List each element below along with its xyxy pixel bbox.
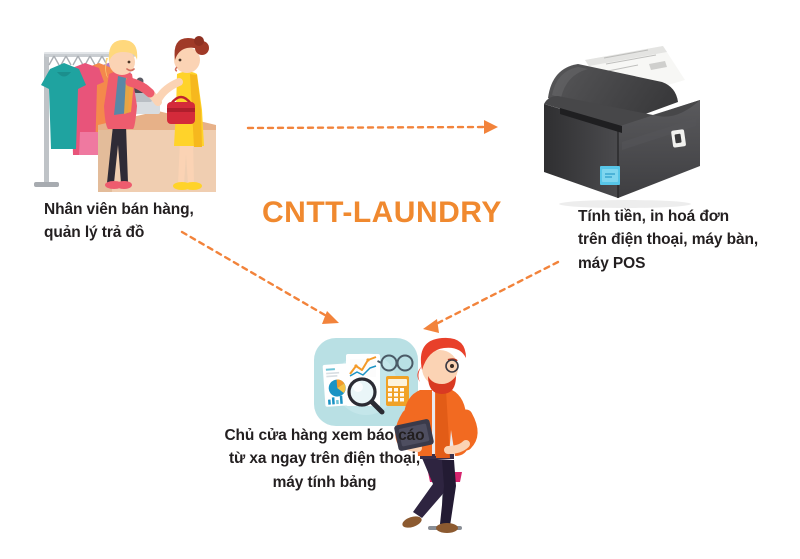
arrow-shop-to-printer xyxy=(246,120,498,134)
clothing-store-illustration xyxy=(30,22,265,197)
shop-assistant xyxy=(104,40,162,189)
customer xyxy=(155,36,209,190)
garment-teal xyxy=(41,63,86,149)
calculator xyxy=(386,376,409,406)
arrow-printer-to-owner xyxy=(423,260,560,333)
receipt-printer-illustration xyxy=(530,38,725,208)
eyeglasses xyxy=(377,354,414,372)
store-owner-illustration xyxy=(300,330,530,545)
power-button xyxy=(671,129,686,148)
blue-badge xyxy=(600,166,620,185)
magnifying-glass xyxy=(347,377,385,415)
arrow-shop-to-owner xyxy=(180,230,339,324)
caption-owner-reports: Chủ cửa hàng xem báo cáo từ xa ngay trên… xyxy=(224,427,425,491)
brand-title: CNTT-LAUNDRY xyxy=(262,196,502,229)
speech-bubble xyxy=(314,338,418,440)
caption-sales-staff: Nhân viên bán hàng, quản lý trả đồ xyxy=(44,201,194,242)
tablet xyxy=(394,419,434,451)
man-with-tablet xyxy=(394,337,478,533)
pie-chart-document xyxy=(322,363,354,407)
caption-billing-printing: Tính tiền, in hoá đơn trên điện thoại, m… xyxy=(578,208,759,272)
printer-body xyxy=(544,96,700,198)
